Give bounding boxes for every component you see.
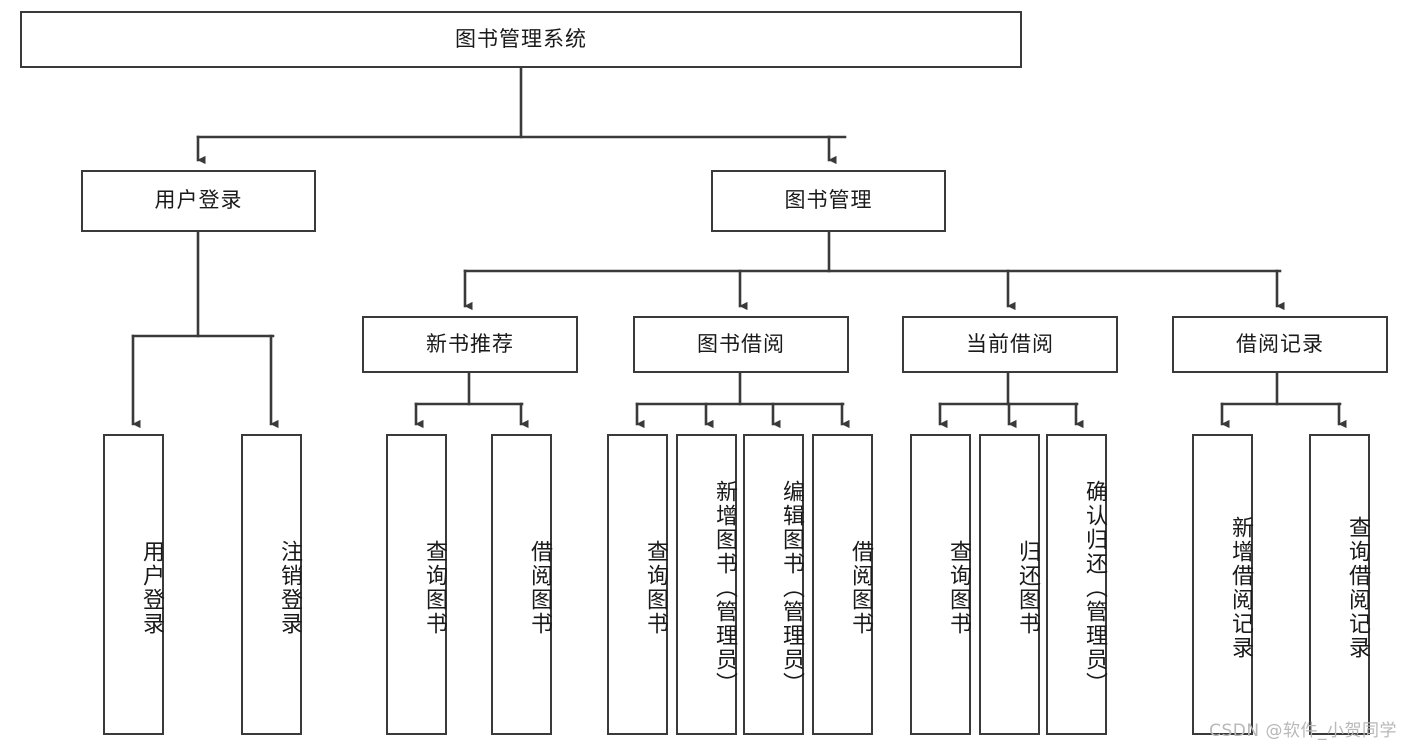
node-label: 借阅记录 bbox=[1236, 331, 1324, 356]
node-label: 图书管理 bbox=[784, 188, 873, 213]
leaf-query-book-current[interactable]: 查询图书 bbox=[910, 434, 971, 735]
node-label: 当前借阅 bbox=[966, 331, 1054, 356]
leaf-user-login[interactable]: 用户登录 bbox=[103, 434, 164, 735]
node-label: 新增图书（管理员） bbox=[712, 479, 737, 696]
node-label: 借阅图书 bbox=[848, 539, 873, 636]
watermark-text: CSDN @软件_小贺同学 bbox=[1209, 721, 1397, 741]
node-label: 查询图书 bbox=[946, 539, 971, 636]
node-label: 确认归还（管理员） bbox=[1082, 479, 1107, 696]
node-borrow-record[interactable]: 借阅记录 bbox=[1172, 316, 1388, 373]
node-label: 图书管理系统 bbox=[455, 26, 587, 51]
node-label: 用户登录 bbox=[154, 188, 243, 213]
node-label: 借阅图书 bbox=[527, 539, 552, 636]
leaf-edit-book-admin[interactable]: 编辑图书（管理员） bbox=[743, 434, 804, 735]
node-label: 图书借阅 bbox=[697, 331, 785, 356]
leaf-query-borrow-record[interactable]: 查询借阅记录 bbox=[1309, 434, 1370, 735]
node-label: 用户登录 bbox=[139, 539, 164, 636]
leaf-logout-login[interactable]: 注销登录 bbox=[241, 434, 302, 735]
leaf-return-book[interactable]: 归还图书 bbox=[979, 434, 1040, 735]
node-book-management[interactable]: 图书管理 bbox=[711, 170, 946, 232]
leaf-query-book-recommend[interactable]: 查询图书 bbox=[386, 434, 447, 735]
node-label: 注销登录 bbox=[277, 539, 302, 636]
leaf-borrow-book-recommend[interactable]: 借阅图书 bbox=[491, 434, 552, 735]
leaf-query-book-borrow[interactable]: 查询图书 bbox=[607, 434, 668, 735]
leaf-borrow-book[interactable]: 借阅图书 bbox=[812, 434, 873, 735]
node-label: 归还图书 bbox=[1015, 539, 1040, 636]
node-current-borrow[interactable]: 当前借阅 bbox=[902, 316, 1118, 373]
node-label: 查询借阅记录 bbox=[1345, 515, 1370, 660]
node-root-system[interactable]: 图书管理系统 bbox=[20, 11, 1022, 68]
node-label: 新增借阅记录 bbox=[1228, 515, 1253, 660]
node-label: 查询图书 bbox=[422, 539, 447, 636]
node-user-login[interactable]: 用户登录 bbox=[81, 170, 316, 232]
leaf-add-book-admin[interactable]: 新增图书（管理员） bbox=[676, 434, 737, 735]
leaf-add-borrow-record[interactable]: 新增借阅记录 bbox=[1192, 434, 1253, 735]
node-label: 新书推荐 bbox=[426, 331, 514, 356]
node-new-book-recommend[interactable]: 新书推荐 bbox=[362, 316, 578, 373]
leaf-confirm-return-admin[interactable]: 确认归还（管理员） bbox=[1046, 434, 1107, 735]
node-label: 编辑图书（管理员） bbox=[779, 479, 804, 696]
node-book-borrow[interactable]: 图书借阅 bbox=[633, 316, 849, 373]
node-label: 查询图书 bbox=[643, 539, 668, 636]
